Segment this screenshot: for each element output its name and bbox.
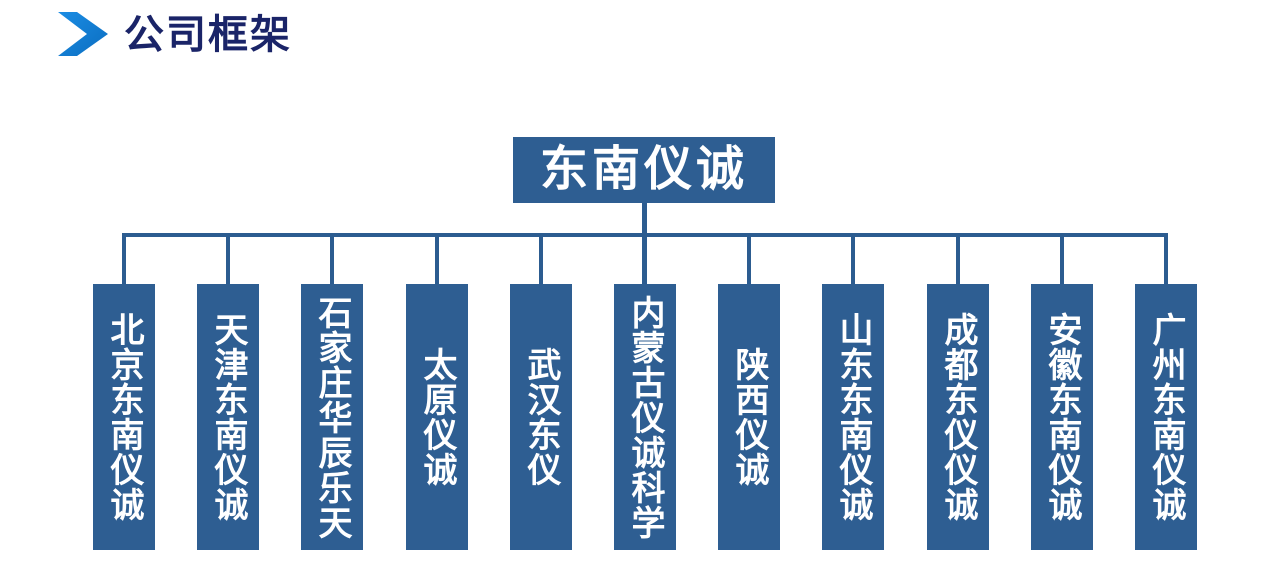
connector-drop bbox=[1164, 235, 1168, 284]
connector-drop bbox=[226, 235, 230, 284]
org-root-node: 东南仪诚 bbox=[513, 137, 775, 203]
org-child-node: 成都东仪仪诚 bbox=[927, 284, 989, 550]
org-child-node: 陕西仪诚 bbox=[718, 284, 780, 550]
connector-drop bbox=[539, 235, 543, 284]
connector-drop bbox=[643, 235, 647, 284]
org-child-node: 北京东南仪诚 bbox=[93, 284, 155, 550]
org-child-node: 安徽东南仪诚 bbox=[1031, 284, 1093, 550]
connector-drop bbox=[747, 235, 751, 284]
connector-drop bbox=[330, 235, 334, 284]
connector-drop bbox=[435, 235, 439, 284]
org-child-node: 内蒙古仪诚科学 bbox=[614, 284, 676, 550]
org-child-node: 山东东南仪诚 bbox=[822, 284, 884, 550]
org-child-node: 石家庄华辰乐天 bbox=[301, 284, 363, 550]
page-title: 公司框架 bbox=[124, 13, 292, 57]
connector-drop bbox=[851, 235, 855, 284]
org-child-node: 武汉东仪 bbox=[510, 284, 572, 550]
connector-drop bbox=[1060, 235, 1064, 284]
connector-drop bbox=[122, 235, 126, 284]
connector-drop bbox=[956, 235, 960, 284]
org-child-node: 太原仪诚 bbox=[406, 284, 468, 550]
chevron-right-icon bbox=[58, 12, 108, 56]
page-header: 公司框架 bbox=[58, 12, 292, 56]
org-child-node: 广州东南仪诚 bbox=[1135, 284, 1197, 550]
org-child-node: 天津东南仪诚 bbox=[197, 284, 259, 550]
